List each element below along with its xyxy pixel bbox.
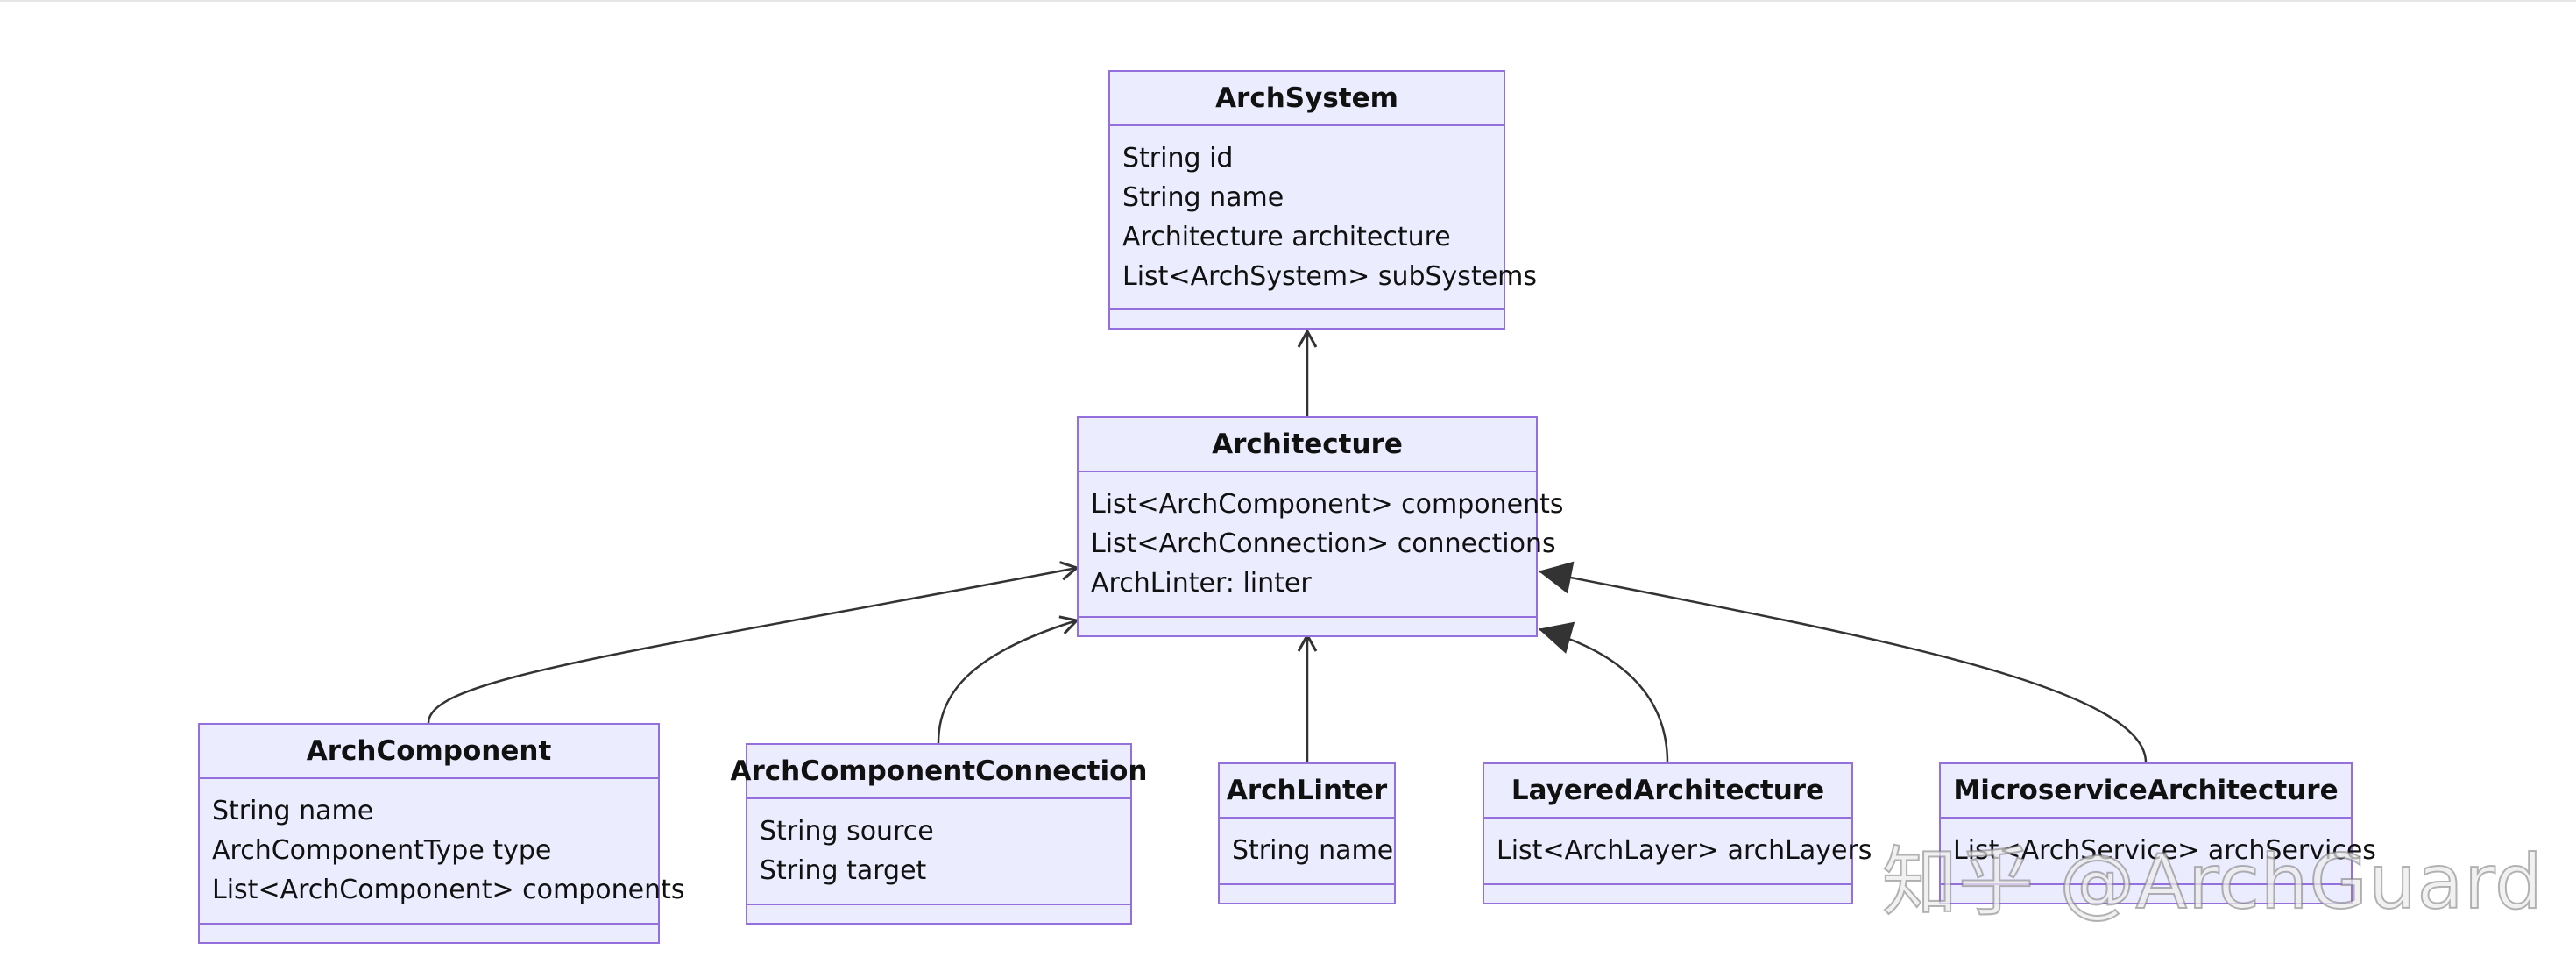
class-box-microservicearchitecture: MicroserviceArchitecture List<ArchServic… <box>1939 762 2376 904</box>
class-box-archsystem: ArchSystem String id String name Archite… <box>1108 70 1538 330</box>
class-box-layeredarchitecture: LayeredArchitecture List<ArchLayer> arch… <box>1483 762 1872 904</box>
class-methods <box>1110 310 1504 328</box>
class-members: List<ArchLayer> archLayers <box>1484 819 1872 885</box>
class-name: LayeredArchitecture <box>1484 764 1851 819</box>
class-box-archcomponentconnection: ArchComponentConnection String source St… <box>731 743 1147 925</box>
class-methods <box>1079 618 1536 635</box>
class-member: String name <box>212 796 374 826</box>
class-member: List<ArchLayer> archLayers <box>1497 835 1872 866</box>
class-members: String source String target <box>747 799 1130 905</box>
class-methods <box>1484 885 1851 903</box>
edge-microservicearchitecture-to-architecture <box>1538 561 2148 763</box>
class-members: List<ArchComponent> components List<Arch… <box>1079 472 1564 618</box>
class-members: String name <box>1220 819 1394 885</box>
class-member: List<ArchSystem> subSystems <box>1122 261 1538 292</box>
class-members: List<ArchService> archServices <box>1941 819 2376 885</box>
class-members: String id String name Architecture archi… <box>1110 126 1538 310</box>
edge-archcomponentconnection-to-architecture <box>937 615 1079 744</box>
top-border <box>0 0 2576 2</box>
class-member: String source <box>760 816 934 847</box>
class-member: List<ArchComponent> components <box>212 875 685 905</box>
class-box-archlinter: ArchLinter String name <box>1218 762 1396 904</box>
class-member: String id <box>1122 143 1234 174</box>
class-member: String name <box>1232 835 1394 866</box>
edge-archcomponent-to-architecture <box>427 561 1080 724</box>
class-name: MicroserviceArchitecture <box>1941 764 2351 819</box>
class-methods <box>1220 885 1394 903</box>
class-member: List<ArchComponent> components <box>1091 489 1564 520</box>
class-member: ArchLinter: linter <box>1091 568 1312 599</box>
class-methods <box>200 925 658 942</box>
class-methods <box>1941 885 2351 903</box>
class-member: String target <box>760 855 927 886</box>
class-name: ArchLinter <box>1220 764 1394 819</box>
class-members: String name ArchComponentType type List<… <box>200 779 685 925</box>
class-member: ArchComponentType type <box>212 835 552 866</box>
class-name: ArchSystem <box>1110 72 1504 126</box>
class-name: ArchComponentConnection <box>731 745 1147 799</box>
class-member: Architecture architecture <box>1122 222 1451 252</box>
class-member: String name <box>1122 182 1284 213</box>
edge-layeredarchitecture-to-architecture <box>1538 621 1669 763</box>
class-member: List<ArchService> archServices <box>1953 835 2376 866</box>
class-name: Architecture <box>1079 418 1536 472</box>
class-member: List<ArchConnection> connections <box>1091 528 1556 559</box>
class-box-architecture: Architecture List<ArchComponent> compone… <box>1077 416 1564 637</box>
class-methods <box>747 905 1130 923</box>
class-box-archcomponent: ArchComponent String name ArchComponentT… <box>198 723 685 944</box>
class-name: ArchComponent <box>200 725 658 779</box>
